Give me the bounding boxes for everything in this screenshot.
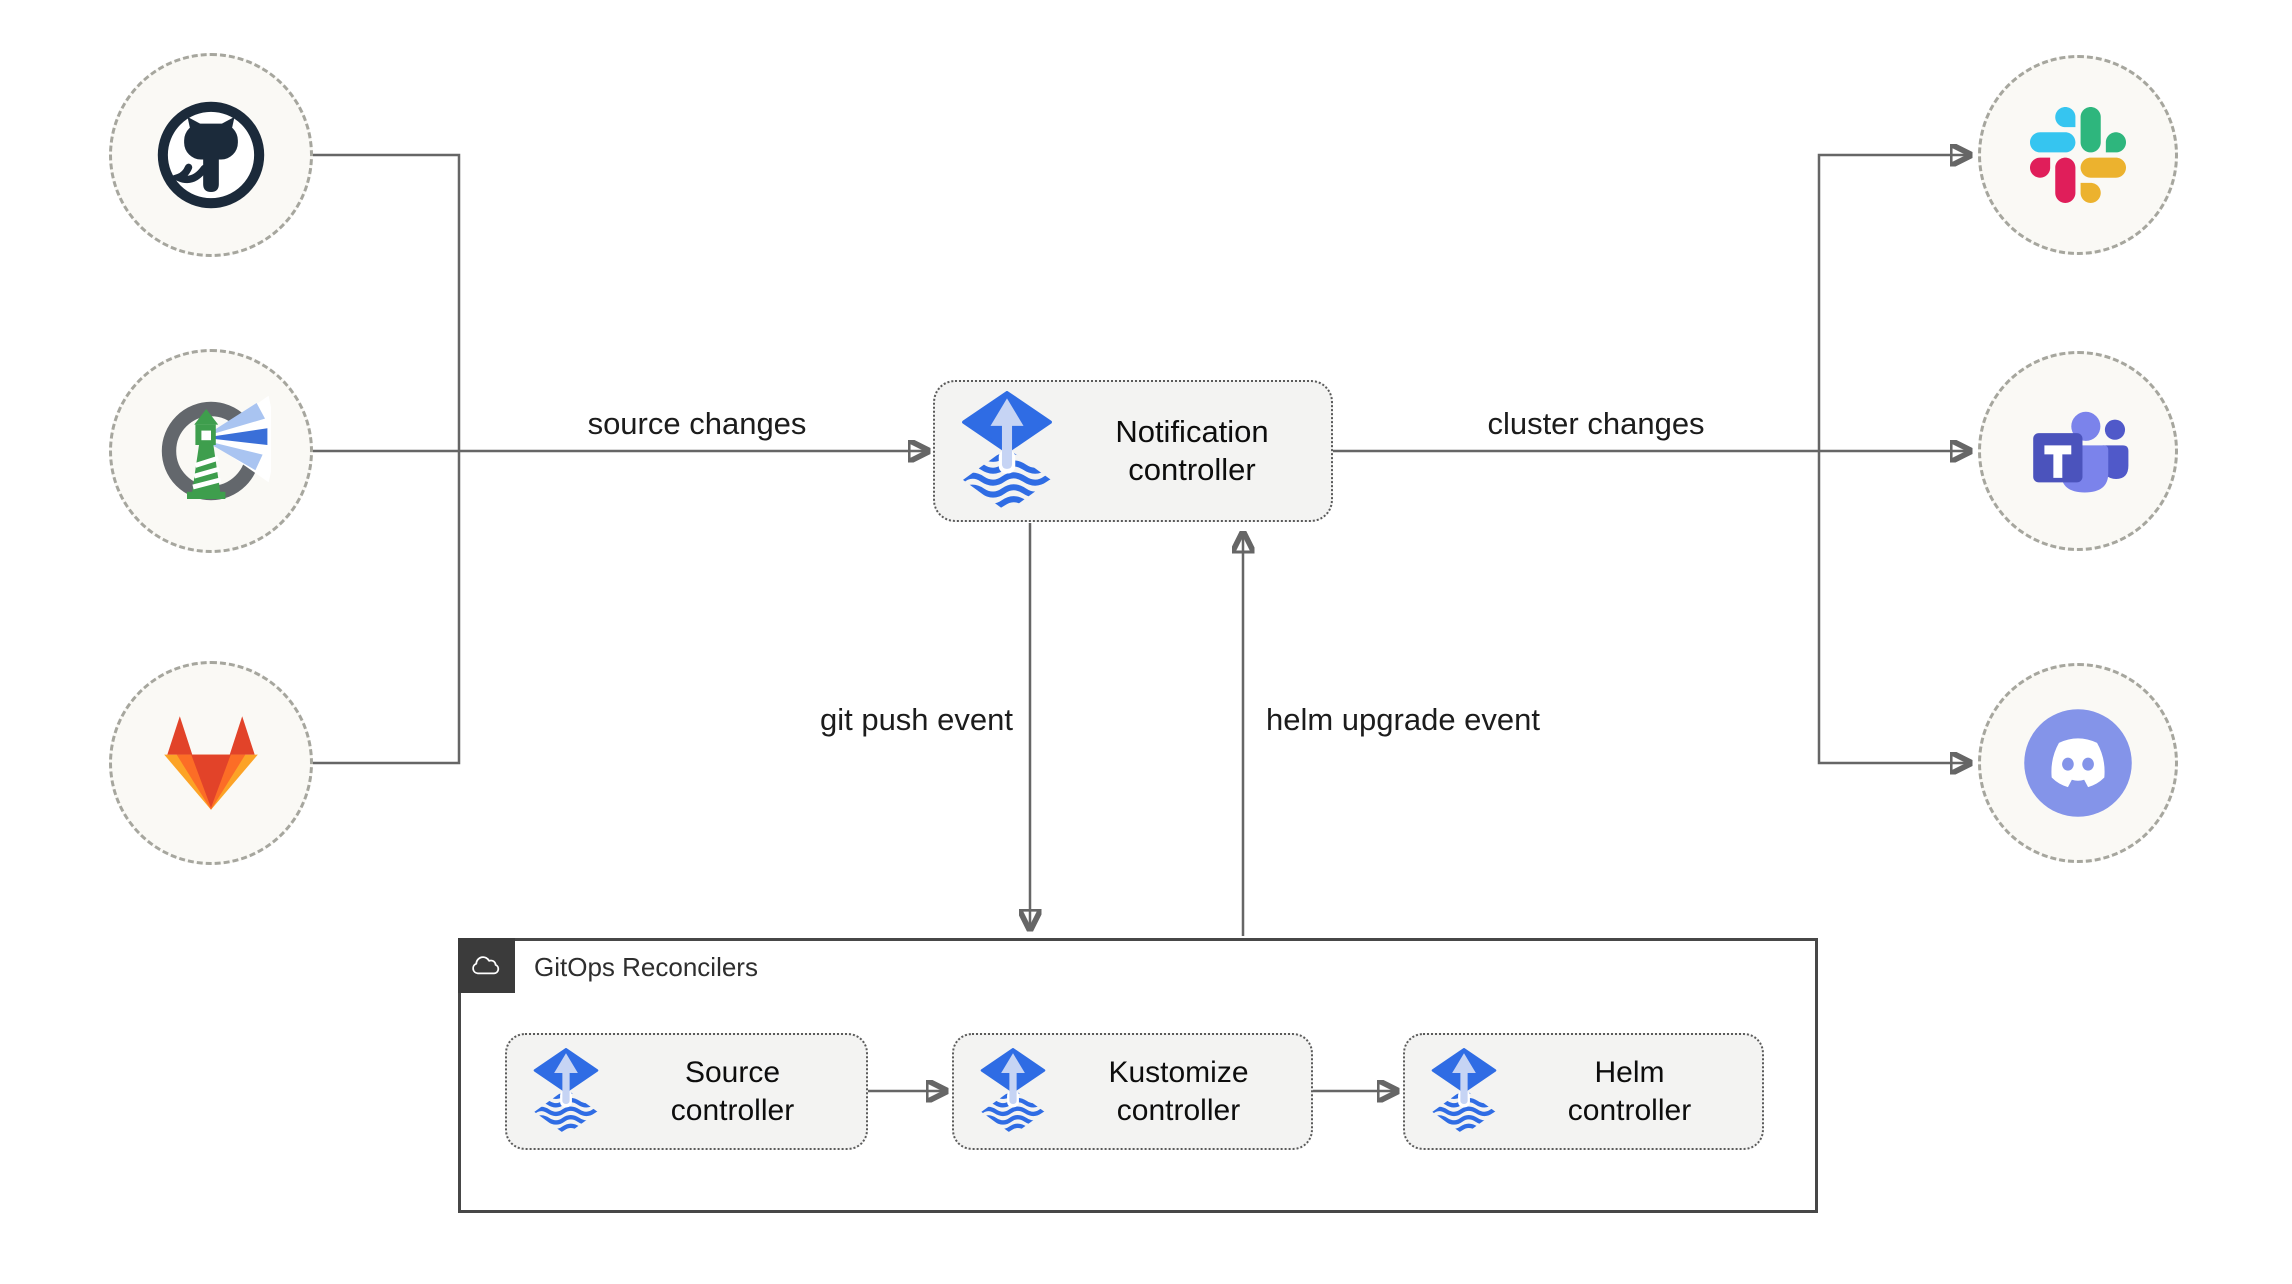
node-gitlab — [109, 661, 313, 865]
kustomize-controller-text-wrap: Kustomize controller — [1046, 1054, 1311, 1128]
slack-icon — [2030, 107, 2126, 203]
node-github — [109, 53, 313, 257]
source-controller-box: Source controller — [505, 1033, 868, 1150]
helm-controller-text-wrap: Helm controller — [1497, 1054, 1762, 1128]
helm-upgrade-event-label: helm upgrade event — [1266, 702, 1541, 737]
source-controller-text-wrap: Source controller — [599, 1054, 866, 1128]
github-icon — [155, 99, 267, 211]
source-controller-label: Source controller — [670, 1056, 795, 1127]
node-teams — [1978, 351, 2178, 551]
source-changes-label: source changes — [587, 406, 807, 441]
teams-icon — [2022, 395, 2134, 507]
helm-controller-label: Helm controller — [1567, 1056, 1692, 1127]
flux-icon — [1431, 1048, 1497, 1135]
kustomize-controller-label: Kustomize controller — [1108, 1056, 1249, 1127]
flux-icon — [533, 1048, 599, 1135]
gitlab-icon — [159, 711, 263, 815]
group-title: GitOps Reconcilers — [534, 952, 758, 982]
node-slack — [1978, 55, 2178, 255]
git-push-event-label: git push event — [819, 702, 1013, 737]
edge-sources-trunk — [313, 153, 461, 765]
helm-controller-box: Helm controller — [1403, 1033, 1764, 1150]
cluster-changes-label: cluster changes — [1487, 406, 1705, 441]
notification-controller-label: Notification controller — [1115, 413, 1269, 487]
gitops-reconcilers-group: GitOps Reconcilers — [458, 938, 1818, 1213]
discord-icon — [2022, 707, 2134, 819]
group-badge — [458, 938, 515, 993]
notification-controller-box: Notification controller — [933, 380, 1333, 522]
edge-branch-discord — [1817, 451, 1970, 763]
cloud-icon — [469, 953, 505, 978]
node-harbor — [109, 349, 313, 553]
flux-icon — [961, 391, 1053, 512]
kustomize-controller-box: Kustomize controller — [952, 1033, 1313, 1150]
notification-controller-text-wrap: Notification controller — [1053, 413, 1331, 490]
node-discord — [1978, 663, 2178, 863]
harbor-icon — [151, 391, 271, 511]
edge-branch-slack — [1817, 155, 1970, 451]
flux-icon — [980, 1048, 1046, 1135]
